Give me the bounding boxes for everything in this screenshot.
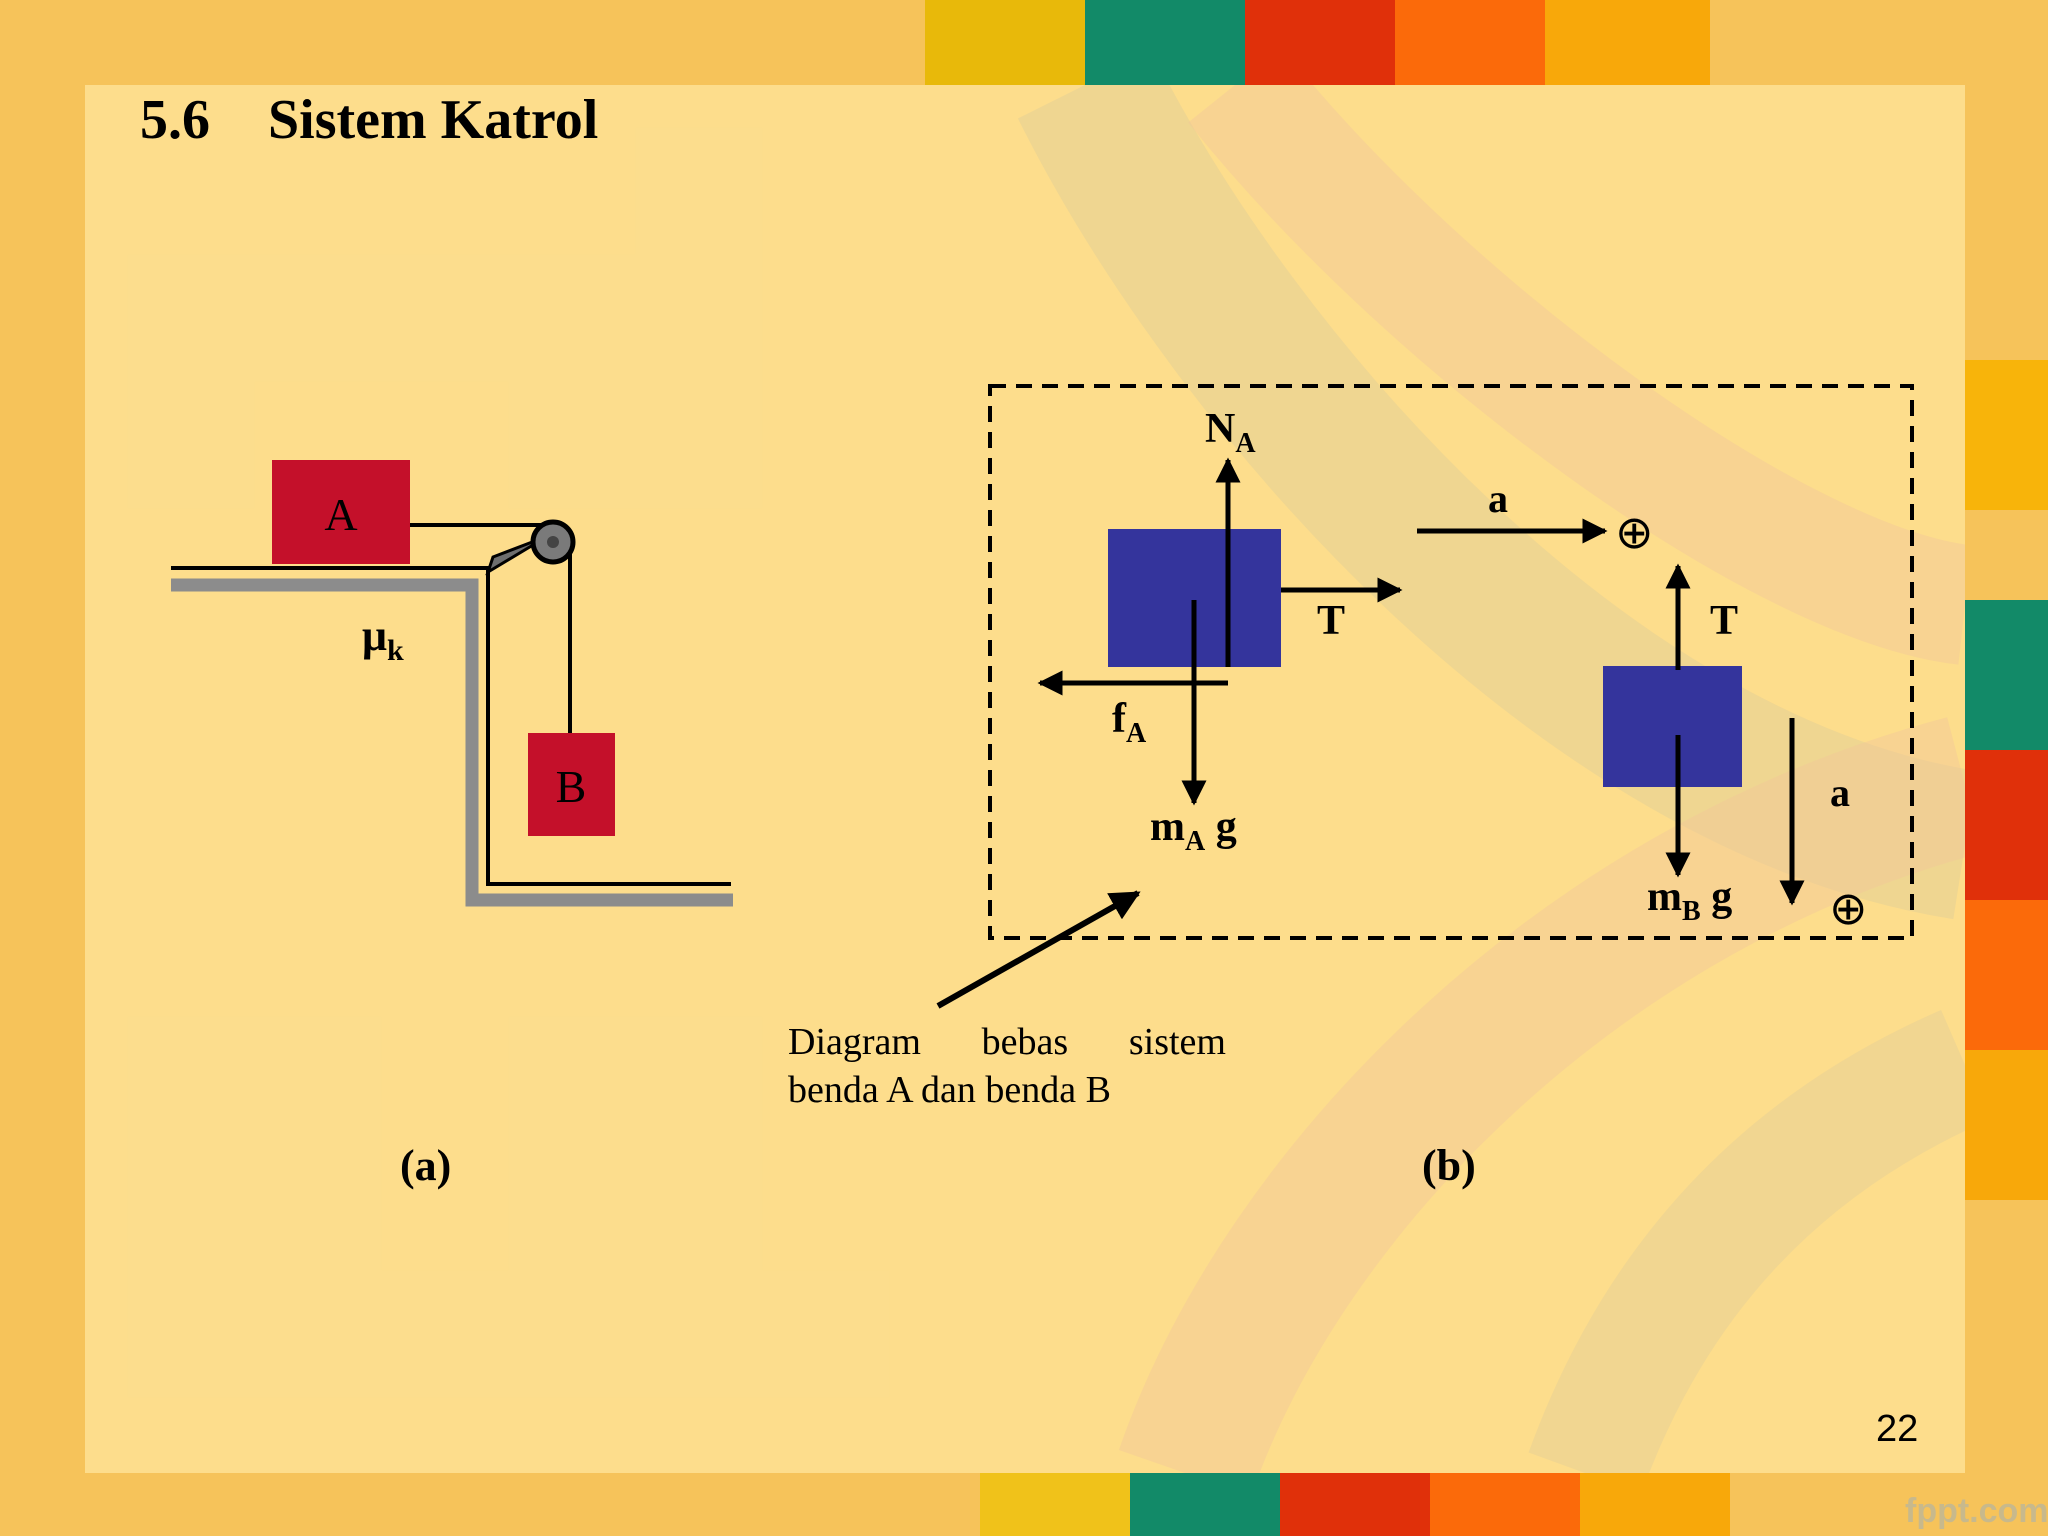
figure-b-label: (b) xyxy=(1422,1141,1476,1190)
friction-coefficient-label: μk xyxy=(362,611,404,667)
table-surface-shadow xyxy=(171,578,733,907)
weight-label-b: mB g xyxy=(1647,874,1732,927)
panel-arcs xyxy=(1017,47,1990,1497)
tension-label-a: T xyxy=(1317,598,1345,644)
diagram-caption: Diagram bebas sistem benda A dan benda B xyxy=(788,1018,1226,1114)
acceleration-label-a: a xyxy=(1488,476,1508,521)
caption-word-2: bebas xyxy=(981,1021,1069,1063)
page-number: 22 xyxy=(1876,1408,1919,1450)
caption-pointer-arrow xyxy=(936,890,1141,1009)
positive-direction-symbol-a: ⊕ xyxy=(1615,507,1654,558)
weight-label-a: mA g xyxy=(1150,804,1237,857)
block-a-label: A xyxy=(324,489,357,540)
block-b xyxy=(528,733,615,836)
slide-title: 5.6 Sistem Katrol xyxy=(140,88,598,152)
tension-label-b: T xyxy=(1710,598,1738,644)
friction-force-label: fA xyxy=(1112,696,1147,749)
section-number: 5.6 xyxy=(140,89,210,151)
block-a xyxy=(272,460,410,564)
block-b-label: B xyxy=(556,761,587,812)
figure-b: NA T fA mA g a ⊕ T mB g a ⊕ xyxy=(936,384,1914,1009)
acceleration-label-b: a xyxy=(1830,770,1850,815)
figure-a-label: (a) xyxy=(400,1141,452,1190)
pulley-axle xyxy=(547,536,559,548)
caption-word-3: sistem xyxy=(1128,1021,1226,1063)
figure-a: A B μk xyxy=(171,460,733,907)
positive-direction-symbol-b: ⊕ xyxy=(1829,883,1868,934)
caption-line-1: Diagram bebas sistem xyxy=(788,1018,1226,1066)
normal-force-label: NA xyxy=(1205,406,1256,459)
table-surface xyxy=(171,566,731,886)
system-boundary xyxy=(988,384,1914,940)
caption-line-2: benda A dan benda B xyxy=(788,1069,1111,1111)
watermark: fppt.com xyxy=(1905,1492,2048,1530)
title-text: Sistem Katrol xyxy=(268,89,599,151)
free-body-block-b xyxy=(1603,666,1742,787)
caption-word-1: Diagram xyxy=(788,1021,921,1063)
